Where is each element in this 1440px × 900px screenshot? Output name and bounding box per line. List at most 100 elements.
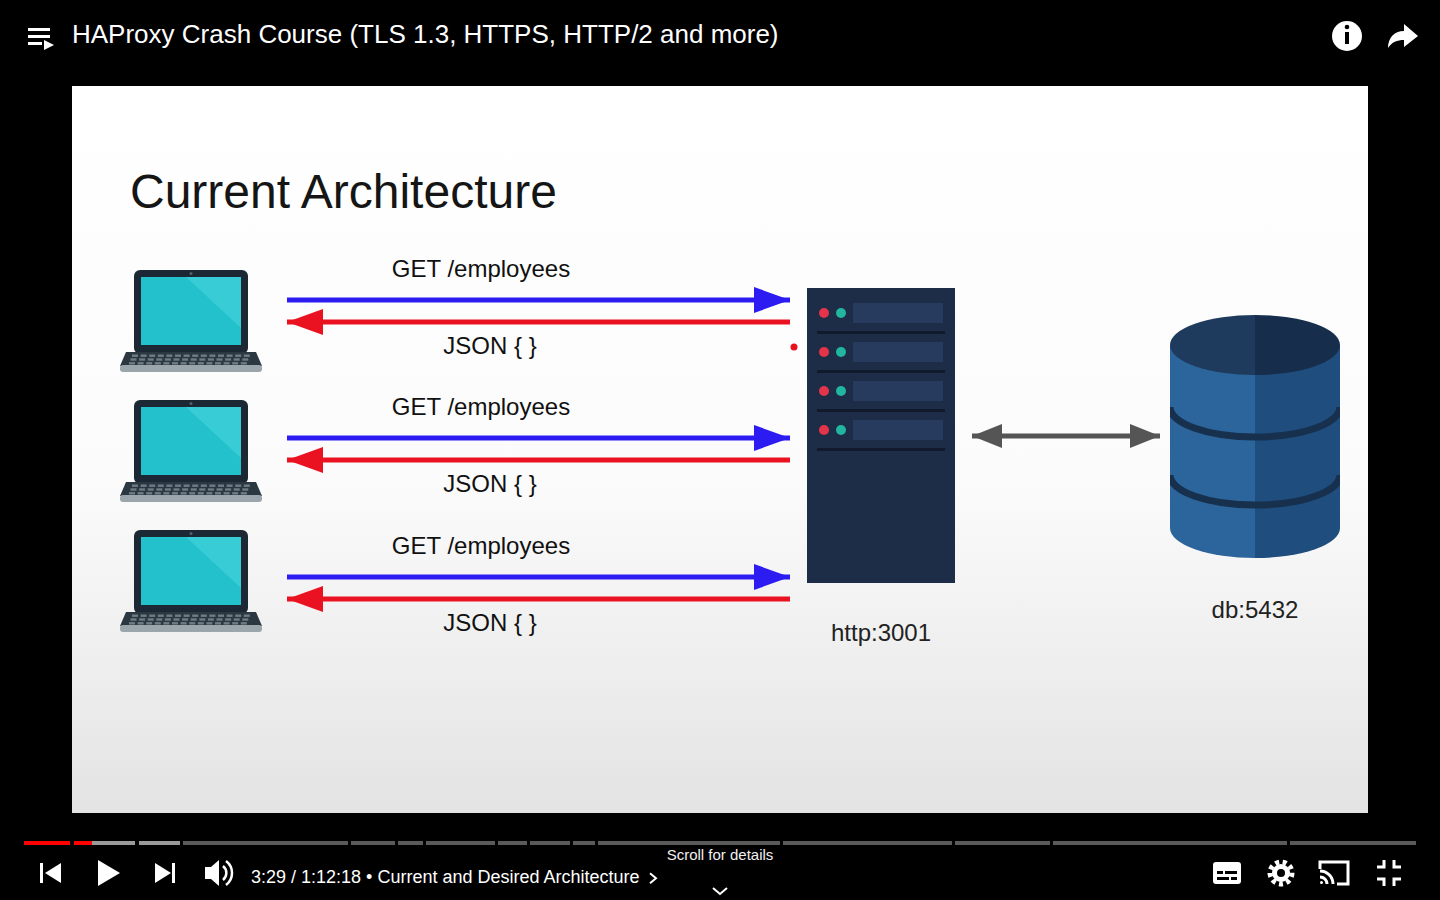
laptop-keyboard	[120, 352, 262, 366]
edge-label-holder: JSON { }	[443, 332, 536, 361]
database: db:5432	[1160, 315, 1350, 625]
keyboard-key	[156, 618, 162, 620]
keyboard-key	[182, 488, 188, 490]
keyboard-key	[175, 355, 181, 357]
keyboard-key	[139, 358, 145, 360]
keyboard-key	[146, 362, 152, 364]
keyboard-key	[182, 618, 188, 620]
client-laptop	[120, 530, 287, 632]
scroll-chevron	[713, 888, 727, 894]
screen-glare	[186, 277, 241, 328]
keyboard-key	[232, 362, 238, 364]
keyboard-key	[206, 362, 212, 364]
laptop-shape	[120, 400, 262, 502]
keyboard-key	[201, 615, 207, 617]
connector-arrow	[287, 575, 790, 580]
keyboard-key	[189, 362, 195, 364]
keyboard-key	[184, 485, 190, 487]
keyboard-key	[163, 362, 169, 364]
status-led	[836, 386, 846, 396]
keyboard-key	[165, 618, 171, 620]
keyboard-key	[148, 488, 154, 490]
keyboard-key	[132, 615, 138, 617]
keyboard-key	[181, 492, 187, 494]
keyboard-key	[139, 488, 145, 490]
keyboard-key	[217, 618, 223, 620]
keyboard-key	[218, 355, 224, 357]
keyboard-key	[131, 618, 137, 620]
keyboard-key	[174, 358, 180, 360]
keyboard-key	[184, 615, 190, 617]
connector-arrow	[972, 434, 1160, 439]
keyboard-key	[148, 618, 154, 620]
keyboard-key	[141, 485, 147, 487]
next-button	[155, 863, 175, 883]
keyboard-key	[192, 355, 198, 357]
keyboard-key	[241, 622, 247, 624]
status-led	[836, 425, 846, 435]
edge-label-holder: JSON { }	[443, 609, 536, 638]
status-led	[819, 386, 829, 396]
laptop-bezel	[134, 270, 248, 354]
keyboard-key	[201, 485, 207, 487]
keyboard-key	[241, 492, 247, 494]
keyboard-key	[198, 622, 204, 624]
keyboard-key	[218, 615, 224, 617]
connector-arrow	[287, 320, 790, 325]
keyboard-key	[241, 362, 247, 364]
db-band	[1170, 475, 1340, 505]
volume-icon	[205, 860, 232, 886]
keyboard-key	[198, 492, 204, 494]
keyboard-key	[166, 485, 172, 487]
slide-title: Current Architecture	[130, 165, 557, 218]
keyboard-key	[244, 615, 250, 617]
keyboard-key	[165, 488, 171, 490]
keyboard-key	[189, 492, 195, 494]
request-label: GET /employees	[392, 393, 570, 420]
video-title: HAProxy Crash Course (TLS 1.3, HTTPS, HT…	[72, 19, 779, 50]
keyboard-key	[191, 618, 197, 620]
server-case	[807, 288, 955, 583]
keyboard-key	[181, 622, 187, 624]
keyboard-key	[225, 488, 231, 490]
keyboard-key	[215, 622, 221, 624]
node-caption: http:3001	[831, 619, 931, 648]
request-label: JSON { }	[443, 470, 536, 497]
keyboard-key	[181, 362, 187, 364]
keyboard-key	[234, 358, 240, 360]
keyboard-key	[227, 355, 233, 357]
keyboard-key	[149, 615, 155, 617]
keyboard-key	[158, 615, 164, 617]
info-icon	[1332, 21, 1362, 51]
keyboard-key	[235, 615, 241, 617]
web-server: http:3001	[790, 288, 972, 648]
keyboard-key	[215, 492, 221, 494]
keyboard-key	[224, 492, 230, 494]
keyboard-key	[217, 358, 223, 360]
keyboard-key	[232, 492, 238, 494]
laptop-camera	[190, 532, 193, 535]
request-label: GET /employees	[392, 255, 570, 282]
keyboard-key	[156, 488, 162, 490]
keyboard-key	[149, 355, 155, 357]
scroll-hint: Scroll for details	[667, 846, 774, 864]
keyboard-key	[206, 492, 212, 494]
keyboard-key	[146, 492, 152, 494]
laptop-screen	[141, 407, 241, 475]
keyboard-key	[172, 622, 178, 624]
keyboard-key	[138, 362, 144, 364]
keyboard-key	[165, 358, 171, 360]
scroll-hint: Scroll for details	[667, 846, 774, 864]
exit-fullscreen-icon	[1377, 860, 1401, 886]
keyboard-key	[225, 358, 231, 360]
keyboard-key	[189, 622, 195, 624]
keyboard-key	[158, 485, 164, 487]
play-button	[98, 860, 120, 886]
edge-label-holder: JSON { }	[443, 470, 536, 499]
request-label: JSON { }	[443, 332, 536, 359]
drive-separator	[817, 370, 945, 373]
keyboard-key	[166, 615, 172, 617]
